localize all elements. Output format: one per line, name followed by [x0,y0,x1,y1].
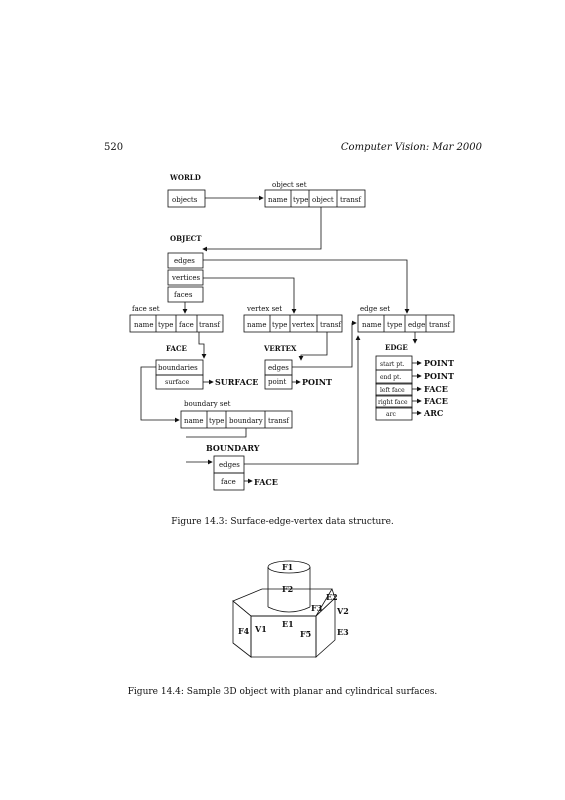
label-V1: V1 [254,624,267,634]
object-set-cell: transf [340,196,362,204]
vertex-field: edges [268,364,289,372]
label-F4: F4 [238,626,250,636]
boundary-label: BOUNDARY [206,443,260,453]
edge-field: start pt. [380,361,405,368]
edge-field: end pt. [380,374,401,381]
face-field: surface [165,378,190,386]
edge-ref: POINT [424,358,454,368]
face-set-cell: transf [199,321,221,329]
edge-field: right face [378,399,408,406]
edge-ref: ARC [423,408,443,418]
edge-field: left face [380,387,405,394]
vertex-set-cell: vertex [291,321,314,329]
label-F5: F5 [300,629,311,639]
surface-ref: SURFACE [215,377,258,387]
boundary-set-cell: name [184,417,203,425]
edge-set-cell: edge [408,321,425,329]
object-field: vertices [171,274,201,282]
vertex-set-cell: type [272,321,287,329]
figure-14-4-caption: Figure 14.4: Sample 3D object with plana… [127,687,438,697]
boundary-set-label: boundary set [184,400,231,408]
object-set-cell: name [268,196,287,204]
world-objects-field: objects [172,196,198,204]
vertex-field: point [268,378,286,386]
page-header: 520 Computer Vision: Mar 2000 [104,142,482,156]
label-E2: E2 [326,592,338,602]
label-F3: F3 [311,603,323,613]
running-title: Computer Vision: Mar 2000 [340,142,482,153]
sample-3d-object [232,560,336,658]
edge-ref: FACE [424,384,448,394]
object-set-label: object set [272,181,307,189]
label-E3: E3 [337,627,349,637]
edge-set-cell: name [362,321,381,329]
boundary-set-cell: boundary [229,417,263,425]
boundary-set-cell: type [209,417,224,425]
edge-ref: POINT [424,371,454,381]
world-label: WORLD [169,173,201,182]
face-set-cell: type [158,321,173,329]
face-field: boundaries [158,364,198,372]
boundary-field: face [221,478,236,486]
edge-ref: FACE [424,396,448,406]
boundary-field: edges [219,461,240,469]
label-V2: V2 [336,606,349,616]
edge-field: arc [386,411,396,418]
face-set-cell: name [134,321,153,329]
edge-set-cell: transf [429,321,451,329]
object-field: edges [174,257,195,265]
edge-set-label: edge set [360,305,390,313]
page-number: 520 [104,142,124,153]
object-field: faces [174,291,193,299]
face-set-label: face set [132,305,160,313]
face-set-cell: face [179,321,194,329]
edge-label: EDGE [385,343,408,352]
label-E1: E1 [282,619,294,629]
object-label: OBJECT [170,234,202,243]
face-label: FACE [166,344,187,353]
vertex-set-cell: name [247,321,266,329]
object-set-cell: type [293,196,308,204]
label-F1: F1 [282,562,293,572]
vertex-set-cell: transf [320,321,342,329]
label-F2: F2 [282,584,293,594]
boundary-set-cell: transf [268,417,290,425]
object-set-cell: object [312,196,334,204]
figure-14-3-caption: Figure 14.3: Surface-edge-vertex data st… [171,517,394,527]
boundary-face-ref: FACE [254,477,278,487]
point-ref: POINT [302,377,332,387]
vertex-set-label: vertex set [246,305,282,313]
vertex-label: VERTEX [263,344,297,353]
edge-set-cell: type [387,321,402,329]
